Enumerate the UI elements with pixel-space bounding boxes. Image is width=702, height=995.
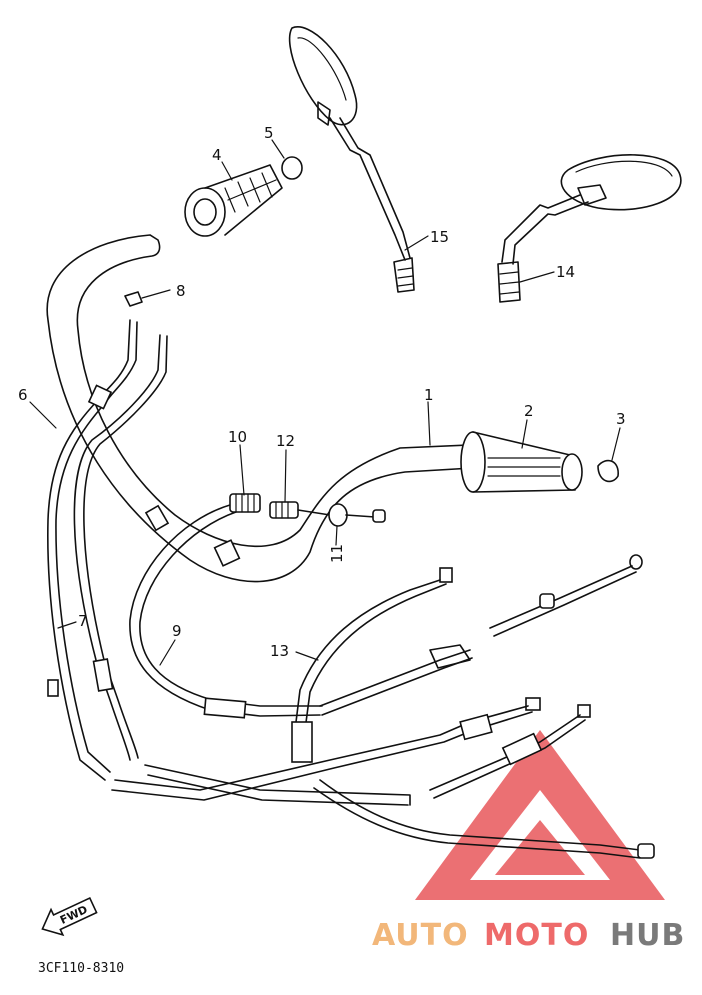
fwd-arrow-icon: FWD <box>41 897 98 937</box>
watermark-suffix: HUB <box>610 918 685 953</box>
mirror-left <box>288 26 415 293</box>
adjuster-10 <box>229 493 261 513</box>
handlebar <box>46 234 473 583</box>
part-label-12: 12 <box>276 432 295 450</box>
part-labels: 1 2 3 4 5 6 7 8 9 10 11 12 13 14 15 <box>18 124 626 660</box>
part-label-13: 13 <box>270 642 289 660</box>
adjuster-12 <box>269 501 331 519</box>
part-label-10: 10 <box>228 428 247 446</box>
nut-11 <box>328 503 386 527</box>
watermark-prefix: AUTO <box>372 918 469 953</box>
part-label-15: 15 <box>430 228 449 246</box>
watermark-middle: MOTO <box>484 918 589 953</box>
grip-right <box>460 431 619 493</box>
mirror-right <box>497 154 682 303</box>
grip-left <box>184 156 303 237</box>
cable-end-8 <box>124 291 143 307</box>
part-label-11: 11 <box>328 544 346 563</box>
part-label-2: 2 <box>524 402 534 420</box>
part-label-4: 4 <box>212 146 222 164</box>
cable-bundle-right <box>111 554 655 859</box>
cable-13 <box>291 567 471 763</box>
cable-6 <box>47 319 138 781</box>
cable-9 <box>129 504 473 719</box>
part-label-7: 7 <box>78 612 88 630</box>
grip-end-right <box>597 459 619 483</box>
leader-lines <box>29 139 621 666</box>
part-label-5: 5 <box>264 124 274 142</box>
part-label-3: 3 <box>616 410 626 428</box>
part-label-6: 6 <box>18 386 28 404</box>
part-label-14: 14 <box>556 263 575 281</box>
grip-end-left <box>281 156 303 180</box>
part-label-1: 1 <box>424 386 434 404</box>
watermark-logo: AUTO MOTO HUB <box>372 730 685 953</box>
part-label-8: 8 <box>176 282 186 300</box>
cable-7 <box>47 334 168 761</box>
diagram-code: 3CF110-8310 <box>38 961 124 976</box>
part-label-9: 9 <box>172 622 182 640</box>
